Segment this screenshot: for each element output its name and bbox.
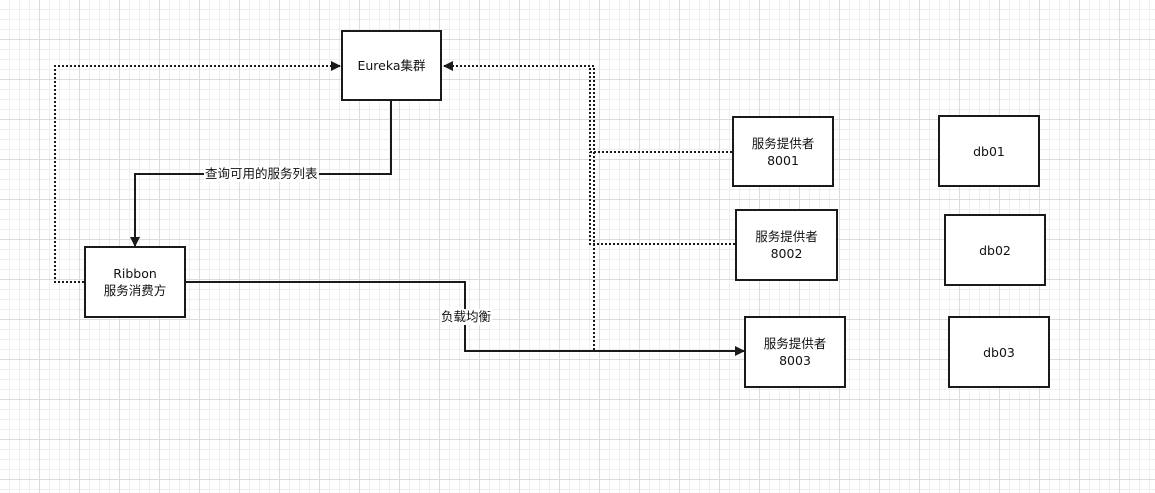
provider-8003-node[interactable]: 服务提供者 8003 — [744, 316, 846, 388]
db03-node[interactable]: db03 — [948, 316, 1050, 388]
providers-to-eureka-dotted-edge — [443, 61, 595, 350]
eureka-cluster-node[interactable]: Eureka集群 — [341, 30, 442, 101]
db02-node[interactable]: db02 — [944, 214, 1046, 286]
db01-label: db01 — [973, 143, 1005, 159]
provider-8003-label-line1: 服务提供者 — [763, 336, 827, 351]
ribbon-consumer-label-line2: 服务消费方 — [103, 283, 167, 298]
provider-8001-label-line1: 服务提供者 — [751, 135, 815, 151]
provider1-register-dotted-edge — [589, 66, 732, 153]
ribbon-consumer-label-line1: Ribbon — [113, 266, 157, 281]
provider-8001-label-line2: 8001 — [767, 152, 799, 168]
db01-node[interactable]: db01 — [938, 115, 1040, 187]
provider-8002-label-line2: 8002 — [770, 246, 803, 261]
ribbon-to-eureka-dotted-edge — [54, 61, 341, 283]
load-balance-label: 负载均衡 — [440, 309, 493, 325]
provider-8002-node[interactable]: 服务提供者 8002 — [735, 209, 838, 281]
provider-8003-label-line2: 8003 — [779, 353, 811, 368]
db02-label: db02 — [979, 242, 1011, 258]
db03-label: db03 — [983, 344, 1015, 360]
provider-8001-node[interactable]: 服务提供者 8001 — [732, 116, 834, 187]
ribbon-consumer-node[interactable]: Ribbon 服务消费方 — [84, 246, 186, 318]
provider-8002-label-line1: 服务提供者 — [755, 229, 818, 244]
query-service-list-label: 查询可用的服务列表 — [204, 166, 319, 182]
provider2-register-dotted-edge — [589, 152, 735, 245]
eureka-cluster-label: Eureka集群 — [357, 58, 426, 73]
